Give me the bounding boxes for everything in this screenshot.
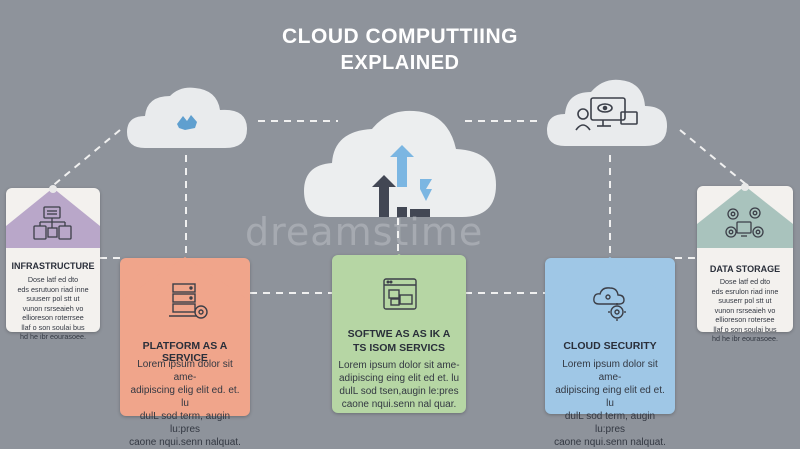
desc-line: suuserr pol stt ut [26,294,80,303]
cloud-gear-icon [593,287,626,321]
card-security: CLOUD SECURITY Lorem ipsum dolor sit ame… [545,257,675,448]
desc-line: vunon rsrseaieh vo [22,303,84,313]
card-label-line-2: TS ISOM SERVICS [353,342,445,354]
desc-line: caone nqui.senn nal quar. [341,399,457,410]
card-label: PLATFORM AS A SERVICE [142,340,228,364]
computer-devices-icon [575,97,638,131]
desc-line: adipiscing eing elit ed et. lu [338,373,460,384]
card-label: DATA STORAGE [709,264,781,274]
desc-line: llaf o son soulai bus [713,324,777,334]
desc-line: dulL sod term, augin lu:pres [139,411,231,435]
cloud-right [547,79,667,146]
card-software: SOFTWE AS AS IK A TS ISOM SERVICS Lorem … [332,254,466,413]
desc-line: dulL sod tsen,augin le:pres [339,386,459,397]
desc-line: adipiscing elig elit ed. et. lu [130,385,240,409]
desc-line: eds esrutuon riad inne [17,284,89,294]
desc-line: vunon rsrseaieh vo [714,305,776,315]
desc-line: ellioreson rotersee [715,315,775,324]
pin-dot [741,183,749,191]
card-description: Lorem ipsum dolor sit ame- adipiscing el… [126,358,244,449]
card-data-storage: DATA STORAGE Dose latf ed dto eds esrulo… [697,183,793,343]
app-window-icon [383,278,417,310]
desc-line: suuserr pol stt ut [718,296,772,305]
desc-line: Lorem ipsum dolor sit ame- [562,359,658,383]
card-description: Lorem ipsum dolor sit ame- adipiscing ei… [338,359,460,411]
card-label: CLOUD SECURITY [563,340,657,352]
title-line-1: CLOUD COMPUTTIING [282,25,518,48]
desc-line: ellioreson roterrsee [22,313,84,322]
desc-line: Lorem ipsum dolor sit ame- [338,360,460,371]
card-description: Lorem ipsum dolor sit ame- adipiscing ei… [551,358,669,449]
desc-line: caone nqui.senn nalquat. [554,437,666,448]
card-description: Dose latf ed dto eds esrulon riad inne s… [703,277,787,344]
desc-line: hd he ibr eourasoee. [712,334,778,343]
gears-devices-icon [725,207,764,238]
desc-line: Dose latf ed dto [719,277,771,286]
cloud-center [304,110,496,217]
cloud-left [127,87,247,148]
card-label: SOFTWE AS AS IK A [347,328,451,340]
desc-line: Lorem ipsum dolor sit ame- [137,359,233,383]
desc-line: dulL sod term, augin lu:pres [564,411,656,435]
card-platform: PLATFORM AS A SERVICE Lorem ipsum dolor … [120,257,250,448]
desc-line: eds esrulon riad inne [711,286,779,296]
network-boxes-icon [33,206,72,240]
server-gear-icon [169,283,208,319]
desc-line: caone nqui.senn nalquat. [129,437,241,448]
card-infrastructure: INFRASTRUCTURE Dose latf ed dto eds esru… [6,185,100,341]
card-label: INFRASTRUCTURE [11,261,95,271]
desc-line: Dose latf ed dto [27,275,79,284]
title-line-2: EXPLAINED [340,52,460,74]
pin-dot [49,185,57,193]
card-description: Dose latf ed dto eds esrutuon riad inne … [12,275,94,342]
upload-download-icon [372,145,432,217]
desc-line: llaf o son soulai bus [21,322,85,332]
connector-lines [49,120,749,294]
desc-line: adipiscing eing elit ed et. lu [555,385,665,409]
desc-line: hd he ibr eourasoee. [20,332,86,341]
bird-icon [177,115,197,130]
watermark: dreamstime [245,210,484,254]
